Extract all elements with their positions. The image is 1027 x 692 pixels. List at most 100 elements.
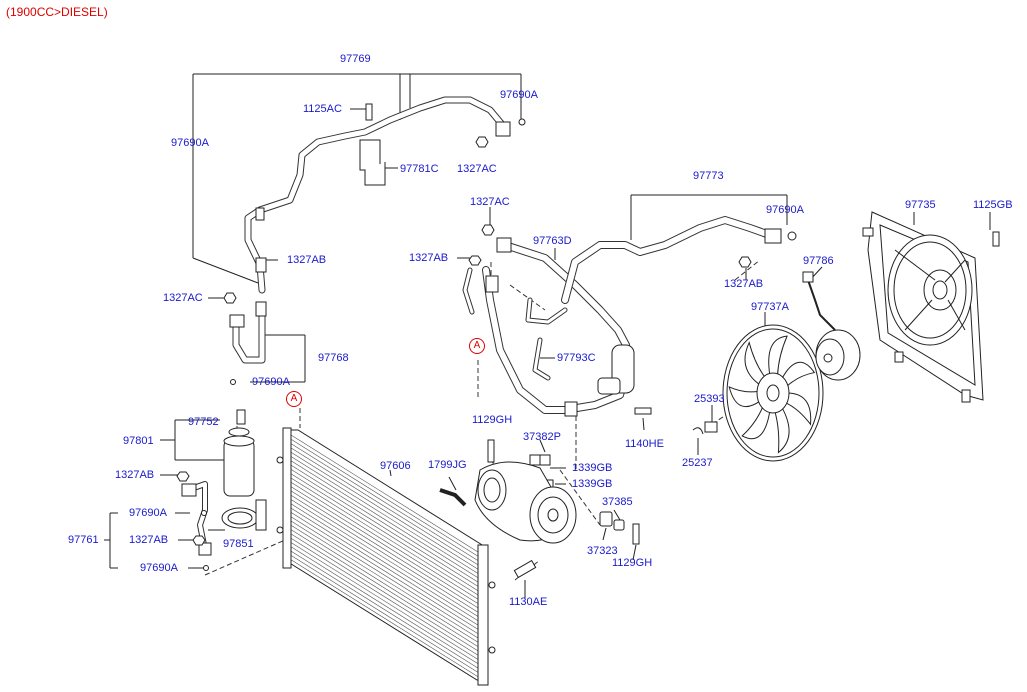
part-label-97690a-low2[interactable]: 97690A — [140, 562, 178, 574]
part-label-97690a-top[interactable]: 97690A — [500, 89, 538, 101]
condenser-fin — [291, 500, 478, 617]
hose-97769 — [248, 100, 505, 290]
bolt-1129gh-low — [633, 524, 639, 544]
bolt-1129gh-top — [488, 440, 494, 462]
fitting-97763d — [486, 276, 498, 292]
condenser-fin — [291, 538, 478, 655]
part-label-1327ac-mid[interactable]: 1327AC — [470, 196, 510, 208]
part-label-37323[interactable]: 37323 — [587, 545, 618, 557]
condenser-fin — [291, 547, 478, 664]
pipe-97793c — [465, 270, 565, 378]
condenser-fin — [291, 444, 478, 561]
part-label-97761[interactable]: 97761 — [68, 534, 99, 546]
callout-a-condenser: A — [286, 391, 302, 407]
part-label-97737a[interactable]: 97737A — [751, 301, 789, 313]
fan-blade — [729, 387, 760, 407]
part-label-1129gh-low[interactable]: 1129GH — [612, 557, 653, 569]
plug-97752 — [237, 410, 245, 424]
leader-37323 — [603, 528, 606, 540]
part-label-1327ab-mid[interactable]: 1327AB — [409, 252, 449, 264]
fitting-97761-top — [182, 484, 196, 496]
condenser-fin — [291, 448, 478, 565]
part-label-1327ab-low2[interactable]: 1327AB — [129, 534, 169, 546]
oring-97690a-mid — [231, 380, 236, 385]
part-label-1327ac-top[interactable]: 1327AC — [457, 163, 497, 175]
part-label-1339gb-2[interactable]: 1339GB — [572, 478, 613, 490]
condenser-fin — [291, 457, 478, 574]
fitting-97773-end — [765, 229, 781, 243]
clamp-1799jg — [440, 490, 465, 505]
pipe-97761 — [188, 484, 205, 550]
condenser-fin — [291, 439, 478, 556]
part-label-97851[interactable]: 97851 — [223, 538, 254, 550]
part-label-97690a-mid[interactable]: 97690A — [252, 376, 290, 388]
oring-97690a-top — [519, 119, 525, 125]
leader-1129gh-low — [633, 545, 636, 560]
part-label-1140he[interactable]: 1140HE — [625, 438, 664, 450]
condenser-fin — [291, 508, 478, 625]
fan-blade — [769, 336, 787, 376]
pipe-97768 — [236, 312, 262, 360]
part-label-1799jg[interactable]: 1799JG — [428, 459, 467, 471]
clip-25393 — [705, 422, 717, 432]
part-label-37382p[interactable]: 37382P — [523, 431, 561, 443]
part-label-97768[interactable]: 97768 — [318, 352, 349, 364]
bearing-37323 — [600, 512, 612, 526]
part-label-97793c[interactable]: 97793C — [557, 352, 596, 364]
cooling-fan-97737a — [723, 325, 823, 461]
oring-97690a-low2 — [204, 566, 209, 571]
nut-1327ac-mid — [482, 225, 494, 235]
part-label-1129gh-top[interactable]: 1129GH — [472, 414, 513, 426]
condenser-fin — [291, 525, 478, 642]
part-label-97690a-low1[interactable]: 97690A — [129, 507, 167, 519]
part-label-97606[interactable]: 97606 — [380, 460, 411, 472]
bolt-1140he — [635, 408, 651, 414]
part-label-97786[interactable]: 97786 — [803, 255, 834, 267]
part-label-97801[interactable]: 97801 — [123, 435, 154, 447]
condenser-fin — [291, 530, 478, 647]
condenser-fin — [291, 491, 478, 608]
part-label-97773[interactable]: 97773 — [693, 170, 724, 182]
hose-97763d — [486, 245, 626, 410]
leader-1799jg — [449, 477, 456, 490]
part-label-97763d[interactable]: 97763D — [533, 235, 572, 247]
condenser-fin — [291, 452, 478, 569]
part-label-97769[interactable]: 97769 — [340, 53, 371, 65]
part-label-1125ac[interactable]: 1125AC — [303, 103, 342, 115]
condenser-fin — [291, 504, 478, 621]
part-label-1339gb-1[interactable]: 1339GB — [572, 462, 613, 474]
fan-shroud-97735 — [863, 212, 983, 402]
condenser-fin — [291, 543, 478, 660]
condenser-fin — [291, 560, 478, 677]
part-label-1130ae[interactable]: 1130AE — [509, 596, 548, 608]
part-label-1327ab-left[interactable]: 1327AB — [287, 254, 327, 266]
part-label-97690a-right[interactable]: 97690A — [766, 204, 804, 216]
part-label-97781c[interactable]: 97781C — [400, 163, 439, 175]
part-label-37385[interactable]: 37385 — [602, 496, 633, 508]
part-label-97735[interactable]: 97735 — [905, 199, 936, 211]
oring-97690a-right — [788, 232, 796, 240]
nut-1327ac-top — [476, 137, 488, 147]
leader-97769-left-end — [193, 258, 258, 283]
callout-a-hose: A — [469, 338, 485, 354]
bracket-97851 — [222, 500, 266, 530]
nut-1327ab-low — [177, 472, 189, 481]
part-label-25393[interactable]: 25393 — [694, 393, 725, 405]
part-label-1327ac-left[interactable]: 1327AC — [163, 292, 203, 304]
clip-25237 — [693, 428, 703, 434]
ring-37385 — [614, 520, 624, 530]
part-label-97690a-left[interactable]: 97690A — [171, 137, 209, 149]
part-label-1327ab-low[interactable]: 1327AB — [115, 469, 155, 481]
hose-fitting-top — [496, 122, 510, 136]
part-label-97752[interactable]: 97752 — [188, 416, 219, 428]
condenser-97606 — [277, 428, 495, 685]
fan-blade — [745, 343, 765, 386]
part-label-25237[interactable]: 25237 — [682, 457, 713, 469]
part-label-1327ab-right[interactable]: 1327AB — [724, 278, 764, 290]
part-label-1125gb[interactable]: 1125GB — [973, 199, 1013, 211]
fan-blade — [742, 406, 770, 439]
condenser-fin — [291, 461, 478, 578]
condenser-fin — [291, 521, 478, 638]
fan-clips — [693, 422, 717, 434]
